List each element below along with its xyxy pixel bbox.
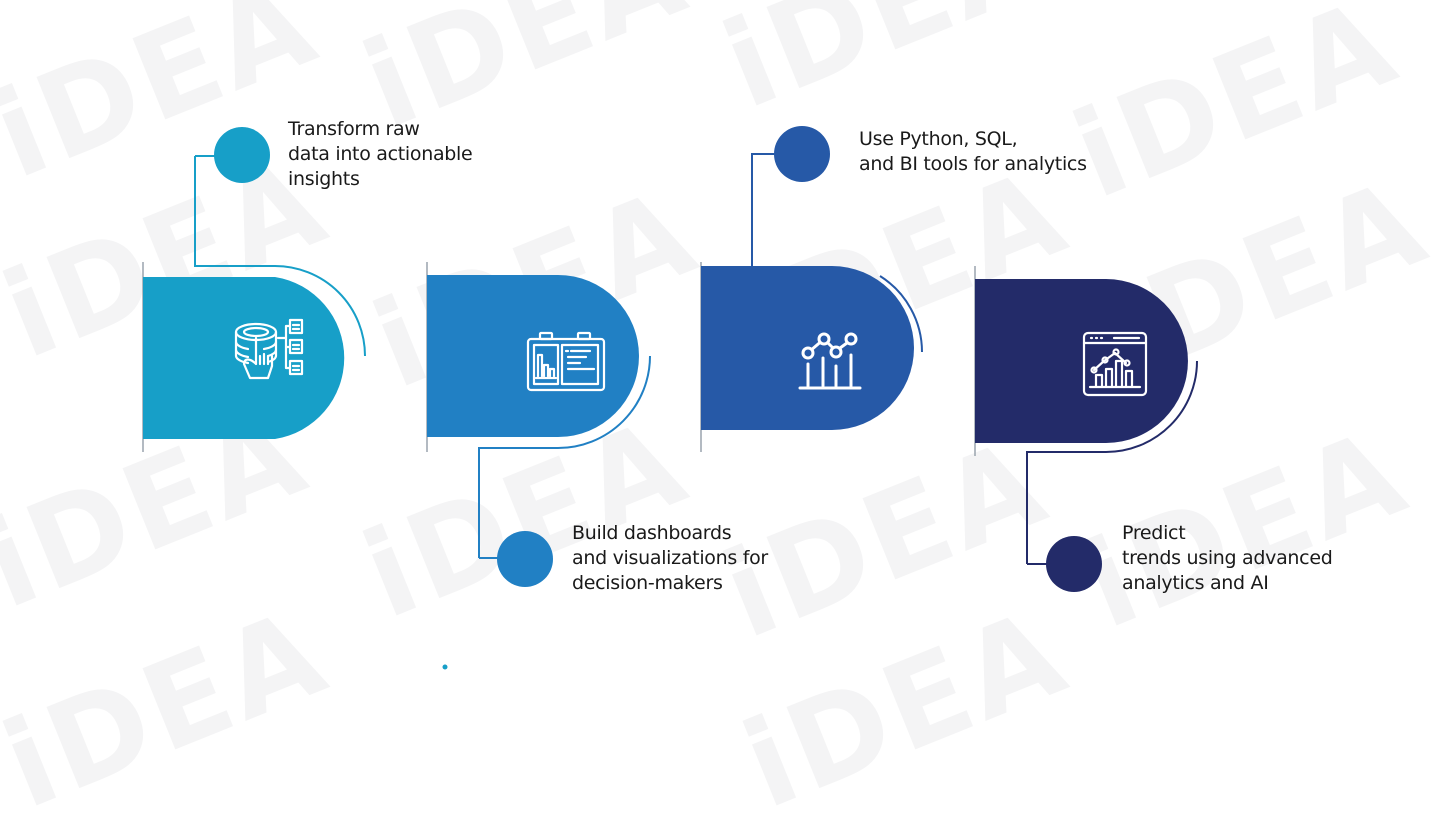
step-1-shape xyxy=(143,277,345,439)
step-4-node xyxy=(1046,536,1102,592)
step-2-connector xyxy=(478,355,651,558)
browser-trend-chart-icon xyxy=(1082,331,1148,397)
step-1-node xyxy=(214,127,270,183)
step-3-connector xyxy=(751,153,776,266)
step-1-connector xyxy=(194,156,366,357)
step-4-description: Predict trends using advanced analytics … xyxy=(1122,522,1333,594)
analytics-chart-icon xyxy=(798,332,862,390)
step-1 xyxy=(142,127,366,452)
step-3-description: Use Python, SQL, and BI tools for analyt… xyxy=(859,128,1087,175)
step-4 xyxy=(974,266,1198,592)
decorative-dot xyxy=(442,664,448,670)
step-4-shape xyxy=(975,279,1188,443)
process-diagram xyxy=(142,126,1198,670)
step-3-node xyxy=(774,126,830,182)
dashboard-board-icon xyxy=(526,331,606,392)
step-3-arc xyxy=(879,275,923,353)
step-1-description: Transform raw data into actionable insig… xyxy=(288,118,473,190)
step-4-connector xyxy=(1026,360,1198,564)
step-2-node xyxy=(497,531,553,587)
database-hand-hierarchy-icon xyxy=(234,318,304,380)
step-2-description: Build dashboards and visualizations for … xyxy=(572,522,768,594)
